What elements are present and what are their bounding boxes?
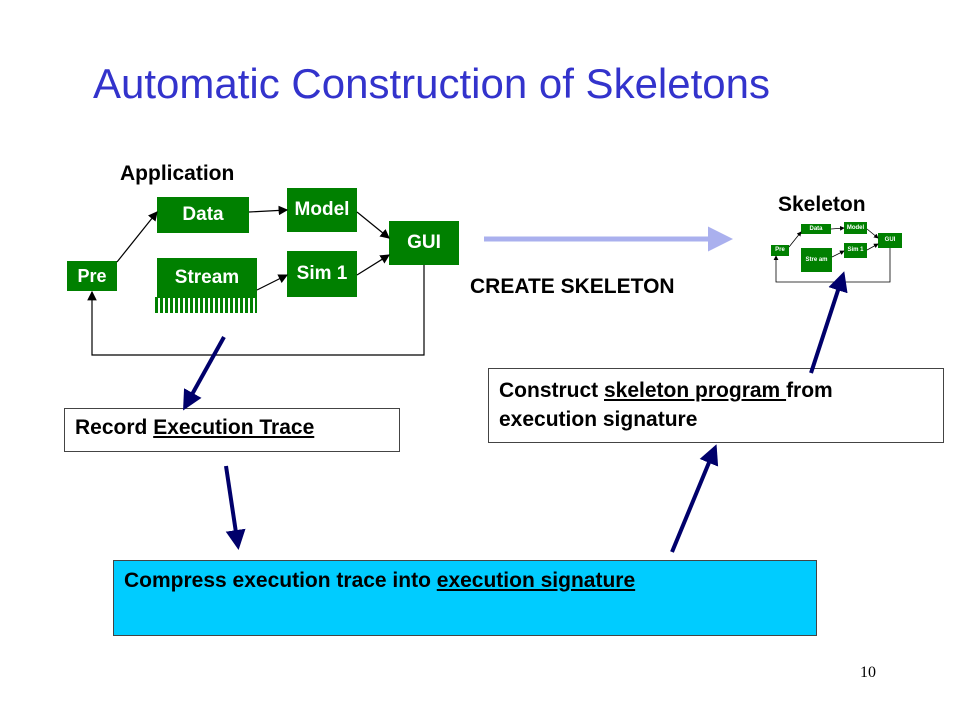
skeleton-program-term: skeleton program	[604, 379, 787, 402]
execution-trace-term: Execution Trace	[153, 416, 315, 439]
slide-title: Automatic Construction of Skeletons	[93, 60, 771, 107]
node-stream: Stream	[157, 258, 257, 298]
record-trace-box: Record Execution Trace	[64, 408, 400, 452]
page-number: 10	[860, 664, 876, 681]
compress-text-prefix: Compress execution trace into	[124, 569, 437, 592]
mini-node-data: Data	[801, 224, 831, 234]
construct-skeleton-box: Construct skeleton program from executio…	[488, 368, 944, 443]
node-gui: GUI	[389, 221, 459, 265]
mini-node-sim1: Sim 1	[844, 243, 867, 258]
mini-node-model: Model	[844, 222, 867, 234]
construct-text-suffix: from execution signature	[499, 379, 833, 431]
node-model: Model	[287, 188, 357, 232]
flow-arrows	[183, 271, 848, 553]
application-connectors	[87, 205, 425, 356]
mini-node-gui: GUI	[878, 233, 902, 248]
create-skeleton-label: CREATE SKELETON	[470, 275, 675, 298]
stream-decoration	[155, 297, 257, 313]
construct-text-prefix: Construct	[499, 379, 604, 402]
node-pre: Pre	[67, 261, 117, 291]
mini-node-stream: Stre am	[801, 248, 832, 272]
mini-node-pre: Pre	[771, 245, 789, 256]
node-sim1: Sim 1	[287, 251, 357, 297]
record-trace-text: Record	[75, 416, 154, 439]
skeleton-connectors	[773, 225, 891, 283]
application-label: Application	[120, 162, 235, 185]
execution-signature-term: execution signature	[436, 569, 636, 592]
skeleton-label: Skeleton	[778, 193, 866, 216]
compress-trace-box: Compress execution trace into execution …	[113, 560, 817, 636]
node-data: Data	[157, 197, 249, 233]
